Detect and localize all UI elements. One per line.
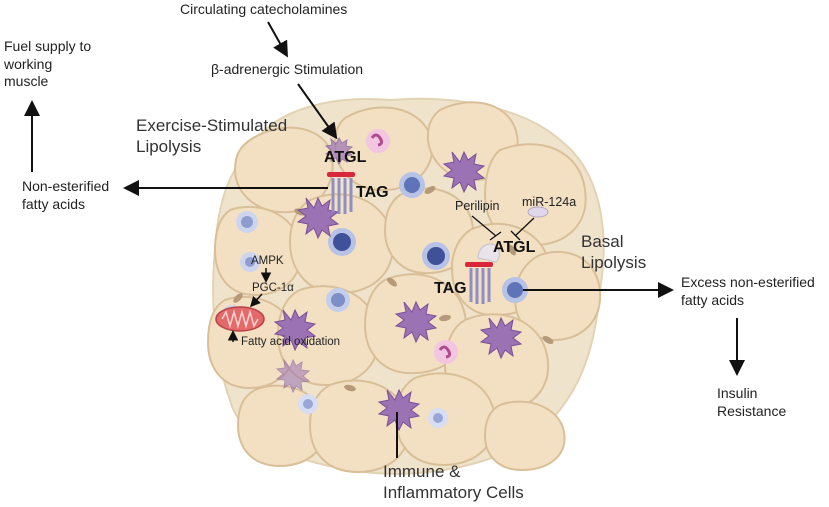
label-tag-exercise: TAG [356,184,389,201]
macrophage [394,300,438,344]
mitochondrion [215,306,265,332]
inhibition-lines [471,215,535,241]
arrow-pgc-to-mito [249,293,263,308]
macrophage [479,316,523,360]
label-perilipin: Perilipin [455,199,500,213]
macrophage [377,388,421,432]
basal-lipid-droplet [465,243,500,304]
neutrophils [366,129,458,364]
arrow-beta-to-atgl [297,83,338,140]
perilipin-inhibits-atgl [471,215,497,237]
adipocyte [483,400,566,472]
label-exercise-stimulated-lipolysis: Exercise-Stimulated Lipolysis [136,116,288,157]
exercise-lipid-droplet [327,172,355,214]
lymphocyte [240,252,260,272]
label-circulating-catecholamines: Circulating catecholamines [180,1,348,17]
label-pgc-1a: PGC-1α [252,282,294,294]
label-atgl-exercise: ATGL [324,149,367,166]
arrow-circulating-to-beta [267,21,288,58]
label-mir-124a: miR-124a [522,195,577,209]
mir-124a-particle [527,206,549,218]
mir-inhibition-bar [510,230,521,241]
lymphocyte [236,211,258,233]
macrophage [442,150,486,194]
label-fatty-acid-oxidation: Fatty acid oxidation [241,336,341,348]
label-insulin-resistance: Insulin Resistance [717,385,787,419]
mir-inhibits-atgl [514,217,535,237]
lymphocyte [399,172,425,198]
macrophage [275,358,311,394]
adipocyte [233,126,334,214]
adipocyte [308,379,410,474]
adipose-tissue-cluster [206,97,605,475]
perilipin-inhibition-bar [489,231,502,241]
label-immune-inflammatory-cells: Immune & Inflammatory Cells [383,462,524,503]
neutrophil [434,340,458,364]
lymphocyte [328,228,356,256]
neutrophil [366,129,390,153]
adipocyte [383,187,475,275]
label-nefa-left: Non-esterified fatty acids [22,178,110,212]
lymphocyte [298,394,318,414]
arrows [24,21,745,458]
macrophages [273,136,523,432]
lymphocyte [326,288,350,312]
small-arrows [227,268,272,342]
label-basal-lipolysis: Basal Lipolysis [581,232,647,273]
macrophage [296,196,340,240]
macrophage [273,308,317,352]
adipocyte [483,143,587,247]
lymphocyte [422,242,450,270]
label-fuel-supply: Fuel supply to working muscle [4,38,92,89]
label-ampk: AMPK [251,255,284,267]
label-tag-basal: TAG [434,280,467,297]
label-atgl-basal: ATGL [493,239,536,256]
label-excess-nefa: Excess non-esterified fatty acids [681,274,815,308]
lymphocyte [428,408,448,428]
macrophage [324,136,354,166]
adipocyte [213,205,302,297]
label-beta-adrenergic-stimulation: β-adrenergic Stimulation [211,61,364,77]
lymphocyte [502,277,528,303]
